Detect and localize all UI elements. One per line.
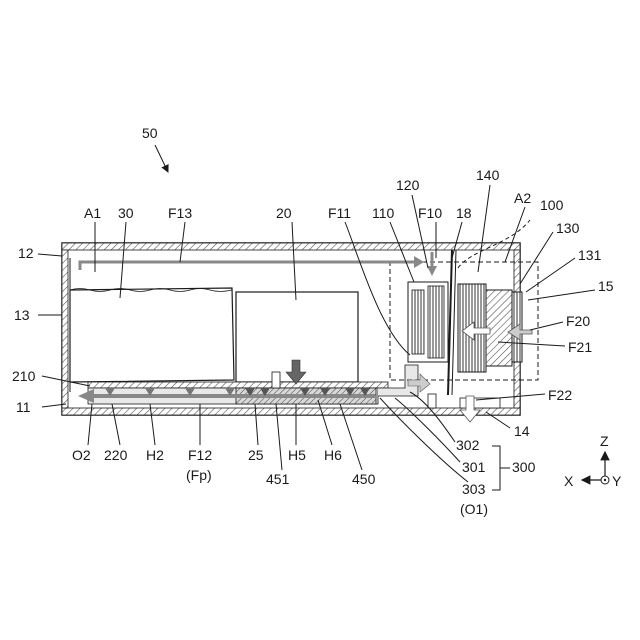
label-F20: F20 <box>566 313 590 329</box>
label-F21: F21 <box>568 339 592 355</box>
label-O2: O2 <box>72 447 91 463</box>
label-15: 15 <box>598 278 614 294</box>
label-50: 50 <box>142 125 158 141</box>
label-210: 210 <box>12 368 36 384</box>
axis-x-label: X <box>564 473 574 489</box>
label-F12: F12 <box>188 447 212 463</box>
label-131: 131 <box>578 247 602 263</box>
label-451: 451 <box>266 471 290 487</box>
label-130: 130 <box>556 220 580 236</box>
label-450: 450 <box>352 471 376 487</box>
label-25: 25 <box>248 447 264 463</box>
label-301: 301 <box>462 459 486 475</box>
axis-indicator: Z X Y <box>564 433 622 489</box>
axis-y-label: Y <box>612 473 622 489</box>
label-140: 140 <box>476 167 500 183</box>
pad-451 <box>272 372 280 388</box>
label-30: 30 <box>118 205 134 221</box>
label-H5: H5 <box>288 447 306 463</box>
label-110: 110 <box>372 205 395 221</box>
label-A1: A1 <box>84 205 101 221</box>
label-300: 300 <box>512 459 536 475</box>
label-302: 302 <box>456 437 480 453</box>
label-12: 12 <box>18 245 34 261</box>
label-11: 11 <box>16 399 31 415</box>
fan-110 <box>408 282 448 362</box>
label-220: 220 <box>104 447 128 463</box>
label-H6: H6 <box>324 447 342 463</box>
component-30 <box>70 288 234 382</box>
label-O1: (O1) <box>460 501 488 517</box>
partition-18 <box>448 250 452 395</box>
label-303: 303 <box>462 481 486 497</box>
label-13: 13 <box>14 307 30 323</box>
label-14: 14 <box>514 423 530 439</box>
label-F22: F22 <box>548 387 572 403</box>
label-F11: F11 <box>328 205 351 221</box>
label-A2: A2 <box>514 190 531 206</box>
axis-z-label: Z <box>600 433 609 449</box>
label-H2: H2 <box>146 447 164 463</box>
plate-210 <box>88 382 388 388</box>
label-100: 100 <box>540 197 564 213</box>
label-F10: F10 <box>418 205 442 221</box>
post-303 <box>428 394 436 408</box>
label-Fp: (Fp) <box>186 467 212 483</box>
label-120: 120 <box>396 177 420 193</box>
label-18: 18 <box>456 205 472 221</box>
label-F13: F13 <box>168 205 192 221</box>
label-20: 20 <box>276 205 292 221</box>
